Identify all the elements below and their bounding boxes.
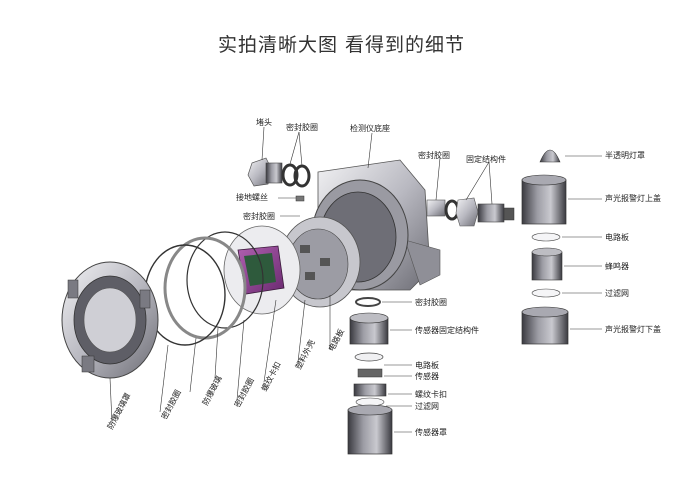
leader-lines bbox=[109, 126, 602, 433]
label-filter-mesh-right: 过滤网 bbox=[605, 288, 629, 298]
label-filter-mesh-lower: 过滤网 bbox=[415, 401, 439, 411]
label-sensor: 传感器 bbox=[415, 371, 439, 381]
right-fittings bbox=[426, 197, 515, 227]
label-lamp-cover: 半透明灯罩 bbox=[605, 150, 645, 160]
label-explosion-glass: 防爆玻璃 bbox=[200, 374, 224, 407]
label-detector-base: 检测仪底座 bbox=[350, 123, 390, 133]
internal-board-part bbox=[279, 216, 361, 308]
label-seal-right: 密封胶圈 bbox=[418, 150, 450, 160]
label-explosion-glass-cover: 防爆玻璃罩 bbox=[105, 391, 133, 431]
label-circuit-board-lower: 电路板 bbox=[415, 360, 439, 370]
label-circuit-board-center: 电路板 bbox=[326, 327, 346, 353]
label-thread-clip-lower: 螺纹卡扣 bbox=[415, 389, 447, 399]
detector-base-part bbox=[311, 159, 441, 291]
seal-rings-left bbox=[281, 163, 311, 188]
label-seal-left: 密封胶圈 bbox=[243, 211, 275, 221]
label-plug: 堵头 bbox=[256, 117, 272, 127]
page-title: 实拍清晰大图 看得到的细节 bbox=[217, 34, 466, 56]
label-seal-top: 密封胶圈 bbox=[286, 122, 318, 132]
label-alarm-upper-cover: 声光报警灯上盖 bbox=[605, 193, 661, 203]
label-seal-sensor: 密封胶圈 bbox=[415, 297, 447, 307]
label-sensor-fixing: 传感器固定结构件 bbox=[415, 325, 479, 335]
label-fixing-structure: 固定结构件 bbox=[466, 154, 506, 164]
sensor-stack bbox=[347, 297, 393, 455]
label-seal-mid: 密封胶圈 bbox=[232, 376, 256, 409]
label-plastic-shell: 塑料外壳 bbox=[293, 338, 317, 371]
plug-part bbox=[247, 157, 283, 187]
label-buzzer: 蜂鸣器 bbox=[605, 261, 629, 271]
label-alarm-lower-cover: 声光报警灯下盖 bbox=[605, 324, 661, 334]
alarm-stack bbox=[521, 149, 569, 345]
label-thread-clip: 螺纹卡扣 bbox=[259, 360, 283, 393]
explosion-glass-cover-part bbox=[61, 261, 159, 379]
label-ground-screw: 接地螺丝 bbox=[236, 192, 268, 202]
label-sensor-cover: 传感器罩 bbox=[415, 427, 447, 437]
seal-ring-thin bbox=[186, 231, 264, 329]
ground-screw-part bbox=[295, 195, 305, 202]
label-circuit-board-right: 电路板 bbox=[605, 232, 629, 242]
